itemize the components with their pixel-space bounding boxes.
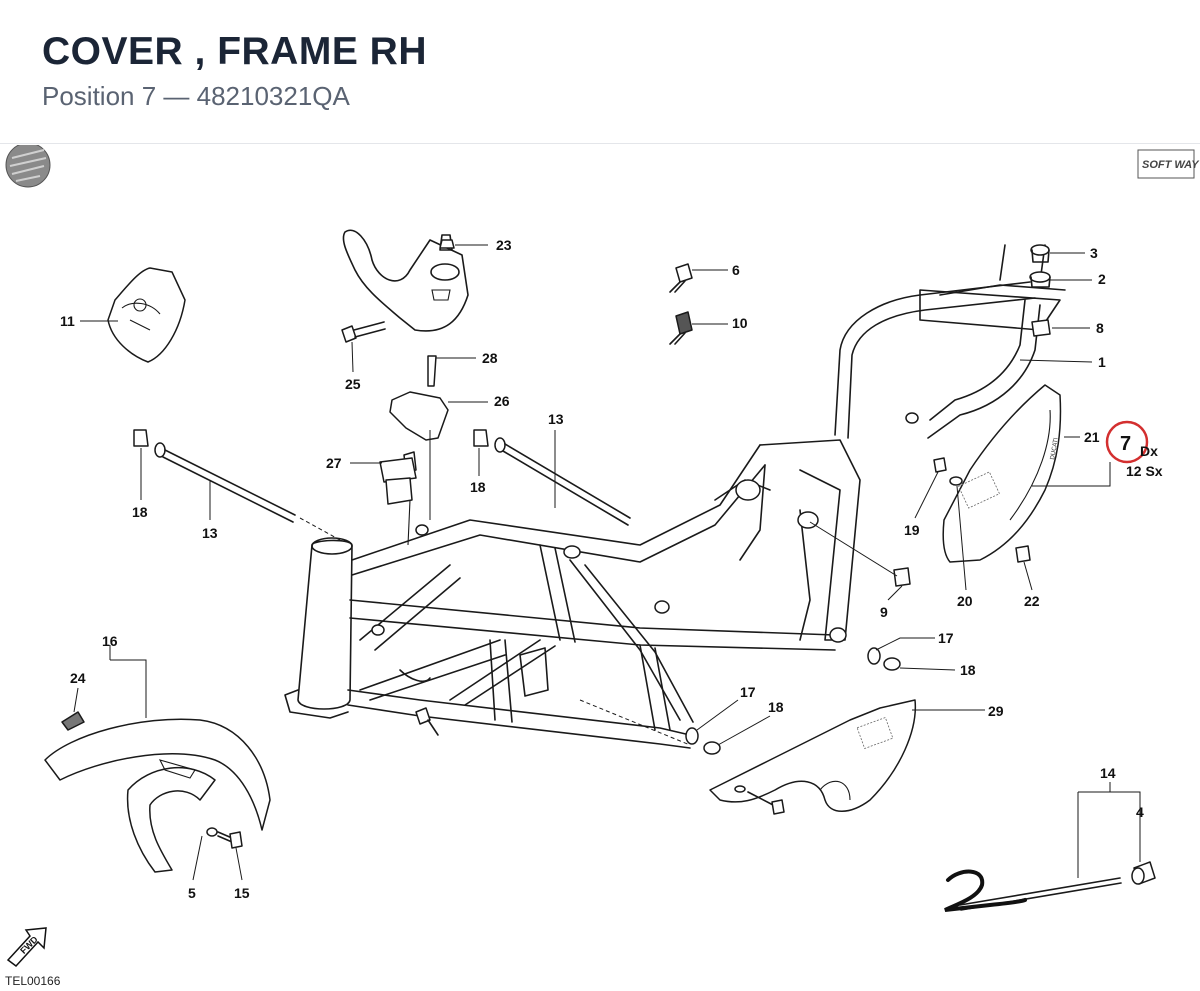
stud-28 (427, 355, 437, 387)
drawing-code: TEL00166 (5, 974, 61, 988)
callout-22: 22 (1024, 593, 1040, 609)
callout-25: 25 (345, 376, 361, 392)
grommet-2 (1029, 271, 1051, 288)
page-subtitle: Position 7 — 48210321QA (42, 81, 350, 111)
callout-10: 10 (732, 315, 748, 331)
callout-26: 26 (494, 393, 510, 409)
cap-18-lower (703, 741, 721, 755)
long-bolt-13-left (154, 442, 296, 523)
clip-24 (61, 711, 85, 731)
nut-8 (1031, 319, 1051, 337)
softway-logo: SOFT WAY (1137, 149, 1200, 179)
bolt-6 (669, 263, 693, 293)
page-title: COVER , FRAME RH (42, 30, 428, 73)
callout-24: 24 (70, 670, 86, 686)
cap-18-upper (883, 657, 901, 671)
callout-13-right: 13 (548, 411, 564, 427)
header-divider (0, 143, 1200, 144)
callout-8: 8 (1096, 320, 1104, 336)
spacer-17-upper (867, 647, 881, 665)
callout-3: 3 (1090, 245, 1098, 261)
callout-16: 16 (102, 633, 118, 649)
bushing-3 (1030, 244, 1050, 263)
callout-15: 15 (234, 885, 250, 901)
bolt-23 (439, 239, 455, 249)
callout-19: 19 (904, 522, 920, 538)
belly-pan-29 (709, 699, 917, 812)
exploded-parts-diagram: SOFT WAY (5, 145, 1200, 968)
ignition-cover-11 (107, 267, 186, 363)
main-frame-part (284, 244, 1066, 749)
callout-17-lower: 17 (740, 684, 756, 700)
callout-4: 4 (1136, 804, 1144, 820)
callout-18-left: 18 (132, 504, 148, 520)
sensor-27 (379, 451, 417, 546)
cover-logo-pattern (957, 471, 1001, 509)
bushing-9 (893, 567, 911, 587)
callout-21: 21 (1084, 429, 1100, 445)
highlight-circle (1105, 420, 1149, 464)
callout-20: 20 (957, 593, 973, 609)
callout-29: 29 (988, 703, 1004, 719)
callout-23: 23 (496, 237, 512, 253)
callout-17-upper: 17 (938, 630, 954, 646)
screw-19 (933, 457, 947, 473)
callout-14: 14 (1100, 765, 1116, 781)
callout-labels: 23 6 3 2 11 10 8 25 28 1 26 13 13 21 27 … (60, 237, 1163, 901)
screw-29-mount (734, 785, 785, 815)
frame-cover-rh-7: DUCATI (942, 384, 1062, 563)
svg-text:DUCATI: DUCATI (1049, 437, 1060, 460)
header: COVER , FRAME RH Position 7 — 48210321QA (42, 28, 427, 112)
callout-2: 2 (1098, 271, 1106, 287)
spacer-17-lower (685, 727, 699, 745)
grommet-22 (1015, 545, 1031, 563)
callout-7-highlighted: 7 (1120, 433, 1131, 455)
fitting-4 (1131, 861, 1156, 885)
callout-1: 1 (1098, 354, 1106, 370)
bolt-10 (669, 311, 693, 345)
side-label-dx: Dx (1140, 443, 1158, 459)
lower-frame-screw (415, 707, 439, 736)
handwritten-mark (944, 869, 1027, 912)
callout-28: 28 (482, 350, 498, 366)
bolt-25 (341, 321, 386, 343)
cap-18-left (133, 429, 149, 447)
softway-logo-text: SOFT WAY (1142, 159, 1200, 171)
plate-26 (389, 391, 449, 441)
washer-20 (949, 476, 963, 486)
front-fender-16 (44, 718, 271, 873)
brand-round-logo (5, 145, 51, 188)
long-bolt-13-right (494, 437, 631, 526)
callout-18-middle: 18 (470, 479, 486, 495)
screw-15 (217, 831, 243, 849)
fwd-arrow-icon: FWD (6, 927, 47, 968)
callout-6: 6 (732, 262, 740, 278)
callout-11: 11 (60, 313, 75, 329)
callout-18-lower: 18 (768, 699, 784, 715)
leader-lines (73, 244, 1141, 881)
washer-5 (206, 827, 218, 837)
callout-13-left: 13 (202, 525, 218, 541)
callout-18-upper: 18 (960, 662, 976, 678)
callout-9: 9 (880, 604, 888, 620)
callout-27: 27 (326, 455, 342, 471)
side-label-sx: 12 Sx (1126, 463, 1163, 479)
cap-18-middle (473, 429, 489, 447)
callout-5: 5 (188, 885, 196, 901)
